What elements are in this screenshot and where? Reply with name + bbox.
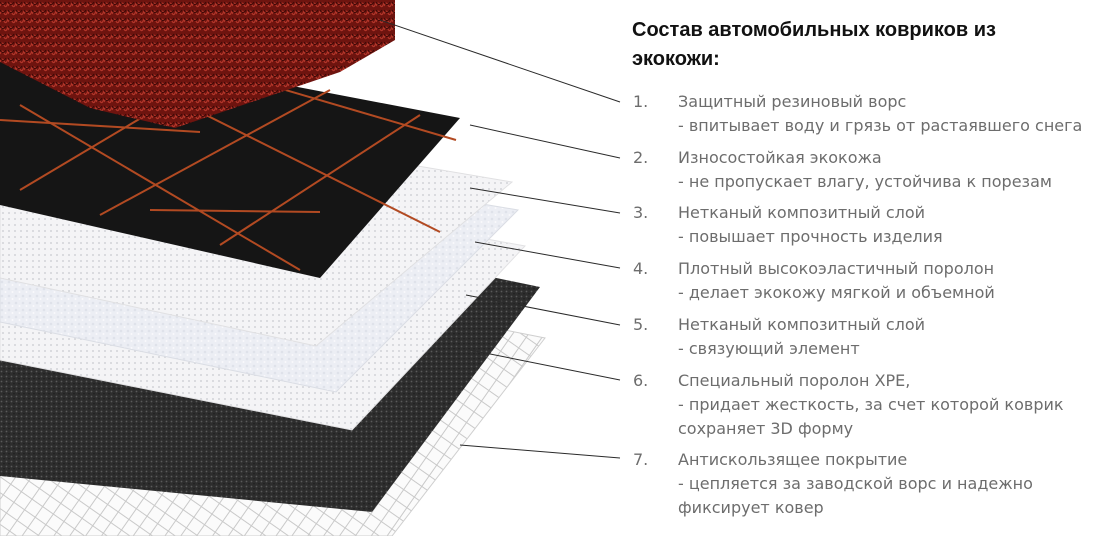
item-number: 5. bbox=[633, 315, 649, 334]
item-heading: Специальный поролон XPE, bbox=[678, 371, 911, 390]
item-number: 7. bbox=[633, 450, 649, 469]
item-heading: Защитный резиновый ворс bbox=[678, 92, 907, 111]
item-description-cont: фиксирует ковер bbox=[678, 498, 824, 517]
item-heading: Нетканый композитный слой bbox=[678, 315, 926, 334]
leader-lines bbox=[379, 19, 621, 459]
list-item: 5. Нетканый композитный слой - связующий… bbox=[633, 313, 1103, 361]
list-item: 4. Плотный высокоэластичный поролон - де… bbox=[633, 257, 1103, 305]
item-number: 2. bbox=[633, 148, 649, 167]
item-heading: Нетканый композитный слой bbox=[678, 203, 926, 222]
item-number: 6. bbox=[633, 371, 649, 390]
item-description: - цепляется за заводской ворс и надежно bbox=[678, 474, 1033, 493]
item-description: - не пропускает влагу, устойчива к порез… bbox=[678, 172, 1052, 191]
diagram-title: Состав автомобильных ковриков из экокожи… bbox=[632, 19, 996, 70]
item-number: 1. bbox=[633, 92, 649, 111]
item-description: - впитывает воду и грязь от растаявшего … bbox=[678, 116, 1083, 135]
item-description: - связующий элемент bbox=[678, 339, 860, 358]
list-item: 2. Износостойкая экокожа - не пропускает… bbox=[633, 146, 1103, 194]
item-number: 4. bbox=[633, 259, 649, 278]
list-item: 7. Антискользящее покрытие - цепляется з… bbox=[633, 448, 1103, 520]
list-item: 6. Специальный поролон XPE, - придает же… bbox=[633, 369, 1103, 441]
list-item: 3. Нетканый композитный слой - повышает … bbox=[633, 201, 1103, 249]
list-item: 1. Защитный резиновый ворс - впитывает в… bbox=[633, 90, 1103, 138]
item-heading: Плотный высокоэластичный поролон bbox=[678, 259, 995, 278]
item-description: - придает жесткость, за счет которой ков… bbox=[678, 395, 1064, 414]
layer-rubber-pile bbox=[0, 0, 395, 128]
item-description-cont: сохраняет 3D форму bbox=[678, 419, 854, 438]
item-description: - делает экокожу мягкой и объемной bbox=[678, 283, 995, 302]
item-heading: Антискользящее покрытие bbox=[678, 450, 908, 469]
item-description: - повышает прочность изделия bbox=[678, 227, 943, 246]
item-number: 3. bbox=[633, 203, 649, 222]
item-heading: Износостойкая экокожа bbox=[678, 148, 882, 167]
